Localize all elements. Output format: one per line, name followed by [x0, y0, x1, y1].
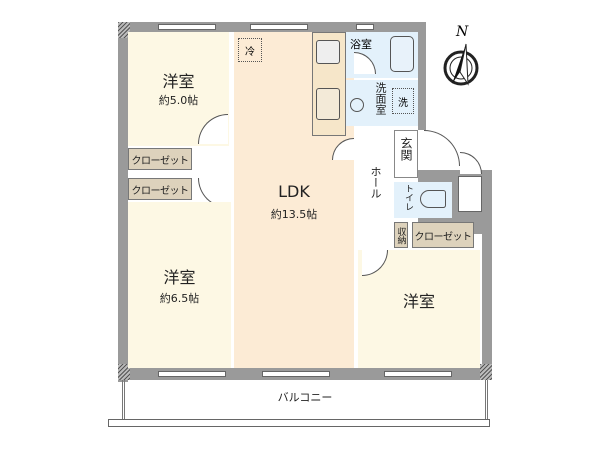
room-area: 約5.0帖 [158, 94, 199, 107]
outer-wall-left [118, 22, 128, 382]
window-bottom-3 [384, 371, 452, 377]
window-top-3 [356, 24, 374, 30]
closet-label: クローゼット [131, 155, 190, 167]
toilet: トイレ [394, 182, 452, 218]
bathtub-icon [390, 36, 414, 72]
storage-label: 収納 [395, 226, 406, 244]
fridge-space: 冷 [238, 38, 262, 62]
balcony-rail [108, 419, 490, 427]
room-name: 洋室 [162, 72, 195, 91]
window-top-2 [250, 24, 308, 30]
balcony-label: バルコニー [277, 391, 333, 404]
entrance: 玄関 [394, 130, 418, 178]
room-name: ホール [369, 166, 382, 199]
entrance-door-2[interactable] [460, 152, 482, 174]
room-area: 約13.5帖 [270, 208, 318, 221]
washbasin-icon [350, 98, 364, 112]
fridge-label: 冷 [245, 46, 255, 58]
toilet-icon [420, 190, 446, 208]
room-name: 洗面室 [374, 82, 387, 115]
stove-icon [316, 40, 340, 64]
closet-label: クローゼット [414, 231, 473, 243]
washroom: 洗面室 洗 [346, 80, 418, 126]
washer-label: 洗 [398, 97, 408, 109]
closet-label: クローゼット [131, 185, 190, 197]
compass: N [436, 24, 486, 94]
corner-hatch-bl [118, 364, 130, 380]
hall: ホール [356, 130, 394, 248]
room-name: LDK [278, 182, 310, 201]
window-bottom-2 [262, 371, 330, 377]
room-name: 玄関 [399, 137, 413, 161]
compass-north-label: N [456, 24, 469, 40]
western-room-2: 洋室 約6.5帖 [128, 202, 231, 368]
corner-hatch-br [480, 364, 492, 380]
corner-hatch-tl [118, 22, 130, 38]
washer-space: 洗 [392, 88, 414, 114]
outer-wall-right-upper [418, 22, 426, 130]
outer-wall-right-lower [482, 230, 492, 380]
room-name: トイレ [403, 184, 413, 211]
entrance-door[interactable] [424, 130, 460, 166]
room-area: 約6.5帖 [159, 292, 200, 305]
sink-icon [316, 88, 340, 120]
storage: 収納 [394, 222, 408, 248]
closet-3: クローゼット [412, 222, 474, 248]
window-top-1 [158, 24, 216, 30]
room-name: 洋室 [163, 268, 196, 287]
closet-1: クローゼット [128, 148, 192, 170]
room-name: 浴室 [350, 38, 372, 51]
room-name: 洋室 [402, 292, 435, 311]
balcony [122, 380, 488, 420]
closet-2: クローゼット [128, 178, 192, 200]
shoe-cabinet [458, 176, 482, 212]
compass-needle-icon [443, 43, 479, 86]
window-bottom-1 [158, 371, 226, 377]
